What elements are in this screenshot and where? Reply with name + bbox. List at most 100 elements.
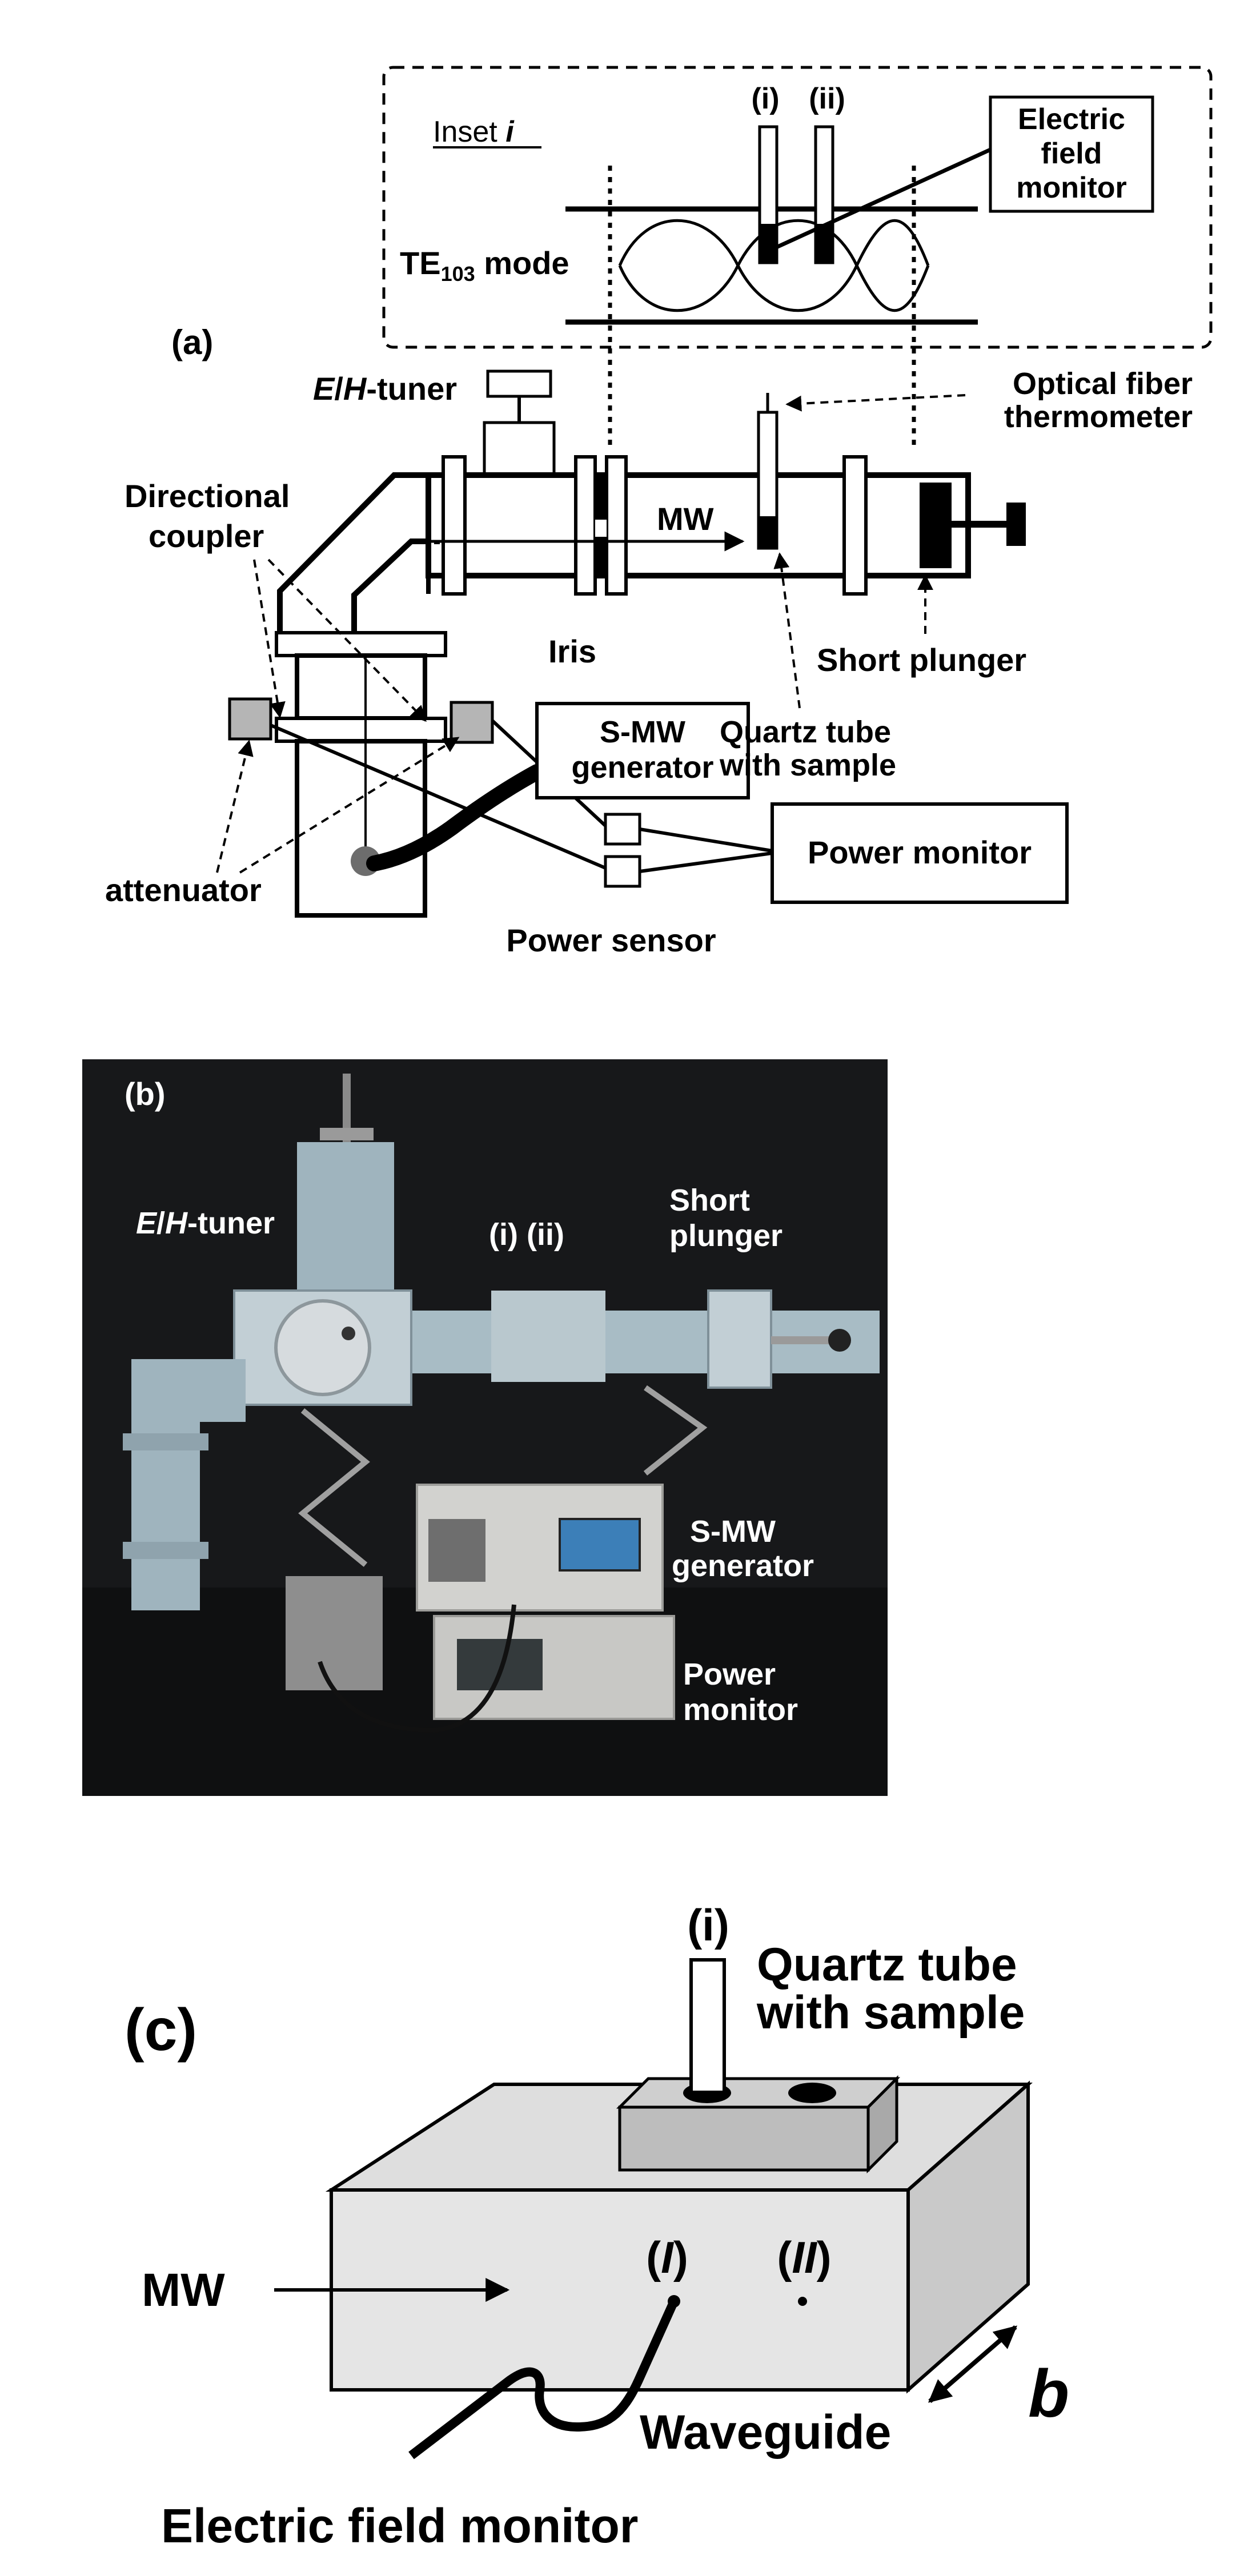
coupler-arrow-right [267, 558, 427, 722]
photo-cable [318, 1604, 516, 1733]
directional-coupler-line2: coupler [149, 518, 264, 554]
quartz-tube-sample [759, 516, 777, 548]
optical-label-line2: thermometer [1004, 400, 1193, 434]
inset-monitor-line2: field [1041, 137, 1102, 170]
quartz-label-c-line1: Quartz tube [757, 1939, 1017, 1991]
photo-label-eh-tuner: E/H-tuner [136, 1206, 275, 1240]
inset-box [382, 66, 1213, 349]
waveguide-label-c: Waveguide [640, 2405, 891, 2459]
photo-label-short-line1: Short [669, 1183, 750, 1217]
panel-c-label: (c) [125, 1997, 197, 2063]
panel-c: (c) (i) Quartz tube with sample MW (I) (… [125, 1900, 1069, 2553]
quartz-label-line2: with sample [719, 748, 896, 782]
short-plunger-block [920, 483, 952, 568]
standing-wave-2 [618, 219, 930, 312]
tube-i-label-c: (i) [687, 1900, 729, 1950]
photo-tuner-column [297, 1142, 394, 1313]
smw-generator-line1: S-MW [600, 715, 685, 749]
elbow-outer [277, 472, 428, 642]
photo-label-b: (b) [125, 1076, 166, 1112]
inset-mode-label: TE103 mode [400, 245, 569, 286]
electric-monitor-label-c: Electric field monitor [161, 2499, 639, 2553]
attenuator-left [228, 697, 272, 741]
photo-coupler-flange-2 [123, 1542, 208, 1559]
dimension-label: b [1028, 2356, 1069, 2432]
photo-label-smw-line2: generator [672, 1549, 814, 1583]
lower-waveguide [295, 739, 427, 918]
attenuator-arrow-left [216, 740, 254, 873]
optical-arrow [785, 394, 966, 412]
quartz-label-c-line2: with sample [756, 1987, 1025, 2039]
optical-label-line1: Optical fiber [1013, 367, 1193, 401]
smw-generator-box [535, 702, 750, 799]
inset-title: Inset i [433, 115, 515, 148]
flange-4 [842, 455, 868, 596]
photo-jack-base-left [286, 1576, 383, 1690]
coupler-flange-bottom [275, 717, 447, 743]
top-block-front [618, 2105, 870, 2172]
photo-power-monitor-screen [457, 1639, 543, 1690]
attenuator-label: attenuator [105, 872, 262, 908]
mw-label: MW [657, 501, 714, 537]
dimension-arrow [928, 2325, 1018, 2404]
flange-iris-2 [605, 455, 628, 596]
flange-1 [442, 455, 467, 596]
top-block-top [616, 2077, 901, 2109]
inset-tube-ii-sample [816, 224, 833, 263]
hole-ii [788, 2083, 836, 2103]
photo-label-power-line1: Power [683, 1657, 776, 1691]
quartz-tube-c [689, 1958, 726, 2094]
inset-monitor-line3: monitor [1016, 171, 1127, 204]
elbow-inner [351, 538, 428, 642]
photo-plunger-rod [771, 1336, 834, 1344]
short-plunger-handle [1006, 503, 1026, 546]
flange-iris-1 [574, 455, 597, 596]
eh-tuner-body [483, 421, 556, 476]
coupler-flange-top [275, 631, 447, 657]
inset-monitor-wire [767, 147, 992, 254]
photo-label-power-line2: monitor [683, 1693, 798, 1727]
photo-tuner-cap [320, 1128, 374, 1140]
photo-short-flange [707, 1289, 772, 1389]
position-II-label: (II) [777, 2232, 831, 2282]
photo-coupler-flange [123, 1433, 208, 1450]
photo-generator-speaker [428, 1519, 485, 1582]
photo-tuner-rod [343, 1074, 351, 1142]
power-monitor-box [771, 802, 1069, 904]
position-II-dot [798, 2297, 807, 2306]
iris-label: Iris [548, 633, 596, 669]
photo-tuner-wheel [274, 1299, 371, 1396]
quartz-label-line1: Quartz tube [720, 715, 891, 749]
power-sensor-1 [604, 813, 641, 846]
panel-a: Inset i (i) (ii) TE103 mode Electric fie… [105, 66, 1213, 958]
inset-monitor-box [989, 95, 1154, 213]
photo-label-smw-line1: S-MW [690, 1514, 776, 1549]
photo-elbow-horizontal [131, 1359, 246, 1422]
eh-tuner-label: E/H-tuner [313, 371, 457, 407]
panel-b: (b) E/H-tuner (i) (ii) Short plunger S-M… [82, 1059, 888, 1796]
inset-monitor-line1: Electric [1018, 103, 1125, 136]
power-sensor-2 [604, 855, 641, 888]
monitor-cable-c [408, 2299, 679, 2460]
inset-tube-i-label: (i) [751, 82, 779, 115]
inset-tube-i-sample [760, 224, 777, 263]
directional-coupler-line1: Directional [125, 478, 290, 514]
coupler-body [295, 653, 427, 721]
photo-plunger-knob [828, 1329, 851, 1352]
attenuator-arrow-right [239, 737, 460, 874]
sensor-to-monitor-1 [639, 827, 773, 853]
standing-wave-1 [618, 219, 930, 312]
inset-tube-ii-label: (ii) [809, 82, 845, 115]
power-monitor-label: Power monitor [808, 834, 1032, 870]
generator-cable [366, 764, 545, 871]
photo-label-short-line2: plunger [669, 1219, 783, 1253]
attenuator-right [450, 701, 494, 744]
panel-a-label: (a) [171, 323, 213, 361]
power-sensor-label: Power sensor [506, 922, 716, 958]
photo-tuner-wheel-knob [342, 1327, 355, 1340]
wire-left-attenuator [270, 724, 607, 870]
photo-jack-left [298, 1408, 370, 1567]
photo-label-tubes: (i) (ii) [489, 1217, 564, 1252]
short-plunger-label: Short plunger [817, 642, 1026, 678]
